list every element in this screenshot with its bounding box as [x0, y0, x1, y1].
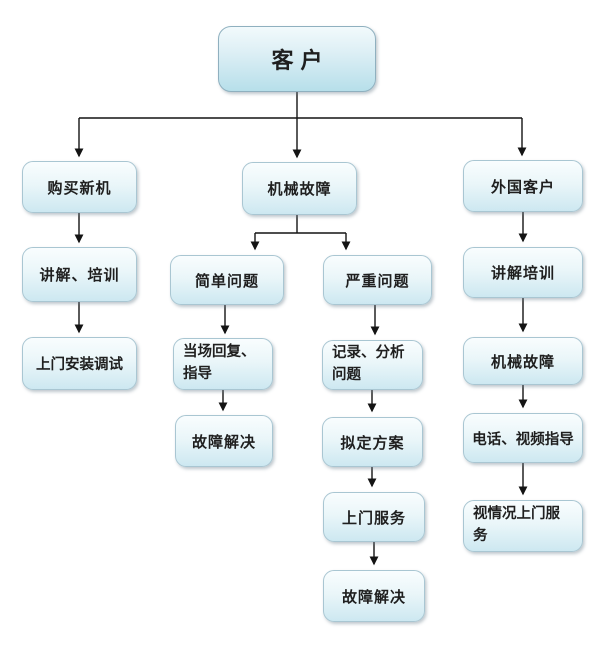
node-simple-problem: 简单问题: [170, 255, 284, 305]
node-mechanical-failure-mid: 机械故障: [242, 162, 357, 215]
node-fault-resolved-left: 故障解决: [175, 415, 273, 467]
node-onsite-install-debug: 上门安装调试: [22, 337, 137, 390]
node-buy-new-machine: 购买新机: [22, 161, 137, 213]
node-onsite-reply-guidance: 当场回复、指导: [173, 338, 273, 390]
node-phone-video-guidance: 电话、视频指导: [463, 413, 583, 463]
node-record-analyze-problem: 记录、分析问题: [322, 340, 423, 390]
node-explain-training-right: 讲解培训: [463, 247, 583, 298]
node-foreign-customer: 外国客户: [463, 160, 583, 212]
node-mechanical-failure-right: 机械故障: [463, 337, 583, 385]
node-onsite-service: 上门服务: [323, 492, 425, 542]
node-serious-problem: 严重问题: [323, 255, 432, 305]
node-explain-training-left: 讲解、培训: [22, 247, 137, 302]
node-draft-plan: 拟定方案: [322, 417, 423, 467]
node-customer: 客户: [218, 26, 376, 92]
node-onsite-service-as-needed: 视情况上门服务: [463, 500, 583, 552]
node-fault-resolved-mid: 故障解决: [323, 570, 425, 622]
